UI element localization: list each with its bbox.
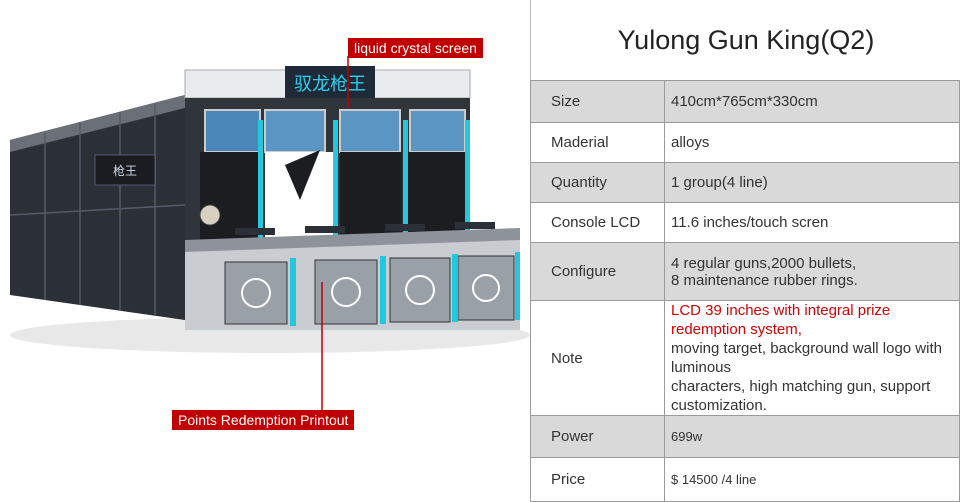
note-line-3: characters, high matching gun, support c… bbox=[671, 378, 931, 414]
configure-line-1: 4 regular guns,2000 bullets, bbox=[671, 254, 857, 272]
callout-lcd-screen: liquid crystal screen bbox=[348, 38, 483, 58]
note-line-2: moving target, background wall logo with… bbox=[671, 340, 942, 376]
table-row: Price $ 14500 /4 line bbox=[530, 457, 960, 502]
product-image-panel: 枪王 驭龙枪王 bbox=[9, 38, 530, 430]
note-line-1: LCD 39 inches with integral prize redemp… bbox=[671, 302, 891, 338]
spec-value-size: 410cm*765cm*330cm bbox=[664, 80, 960, 123]
product-title: Yulong Gun King(Q2) bbox=[530, 0, 960, 80]
spec-label-note: Note bbox=[530, 300, 665, 416]
table-row: Power 699w bbox=[530, 415, 960, 458]
spec-value-power: 699w bbox=[664, 415, 960, 458]
spec-label-quantity: Quantity bbox=[530, 162, 665, 203]
spec-value-material: alloys bbox=[664, 122, 960, 163]
arcade-machine-illustration: 枪王 驭龙枪王 bbox=[9, 56, 530, 410]
spec-value-console-lcd: 11.6 inches/touch scren bbox=[664, 202, 960, 243]
spec-label-size: Size bbox=[530, 80, 665, 123]
table-row: Size 410cm*765cm*330cm bbox=[530, 80, 960, 123]
spec-value-note: LCD 39 inches with integral prize redemp… bbox=[664, 300, 960, 416]
spec-value-quantity: 1 group(4 line) bbox=[664, 162, 960, 203]
spec-panel: Yulong Gun King(Q2) Size 410cm*765cm*330… bbox=[530, 0, 960, 502]
table-row: Quantity 1 group(4 line) bbox=[530, 162, 960, 203]
spec-label-price: Price bbox=[530, 457, 665, 502]
table-row: Note LCD 39 inches with integral prize r… bbox=[530, 300, 960, 416]
table-row: Configure 4 regular guns,2000 bullets, 8… bbox=[530, 242, 960, 301]
svg-text:驭龙枪王: 驭龙枪王 bbox=[294, 74, 366, 95]
spec-label-console-lcd: Console LCD bbox=[530, 202, 665, 243]
table-row: Console LCD 11.6 inches/touch scren bbox=[530, 202, 960, 243]
spec-label-configure: Configure bbox=[530, 242, 665, 301]
callout-redemption-printout: Points Redemption Printout bbox=[172, 410, 355, 430]
configure-line-2: 8 maintenance rubber rings. bbox=[671, 271, 858, 289]
spec-value-price: $ 14500 /4 line bbox=[664, 457, 960, 502]
spec-label-material: Maderial bbox=[530, 122, 665, 163]
spec-label-power: Power bbox=[530, 415, 665, 458]
table-row: Maderial alloys bbox=[530, 122, 960, 163]
svg-text:枪王: 枪王 bbox=[113, 163, 137, 178]
spec-value-configure: 4 regular guns,2000 bullets, 8 maintenan… bbox=[664, 242, 960, 301]
spec-table: Size 410cm*765cm*330cm Maderial alloys Q… bbox=[530, 80, 960, 502]
